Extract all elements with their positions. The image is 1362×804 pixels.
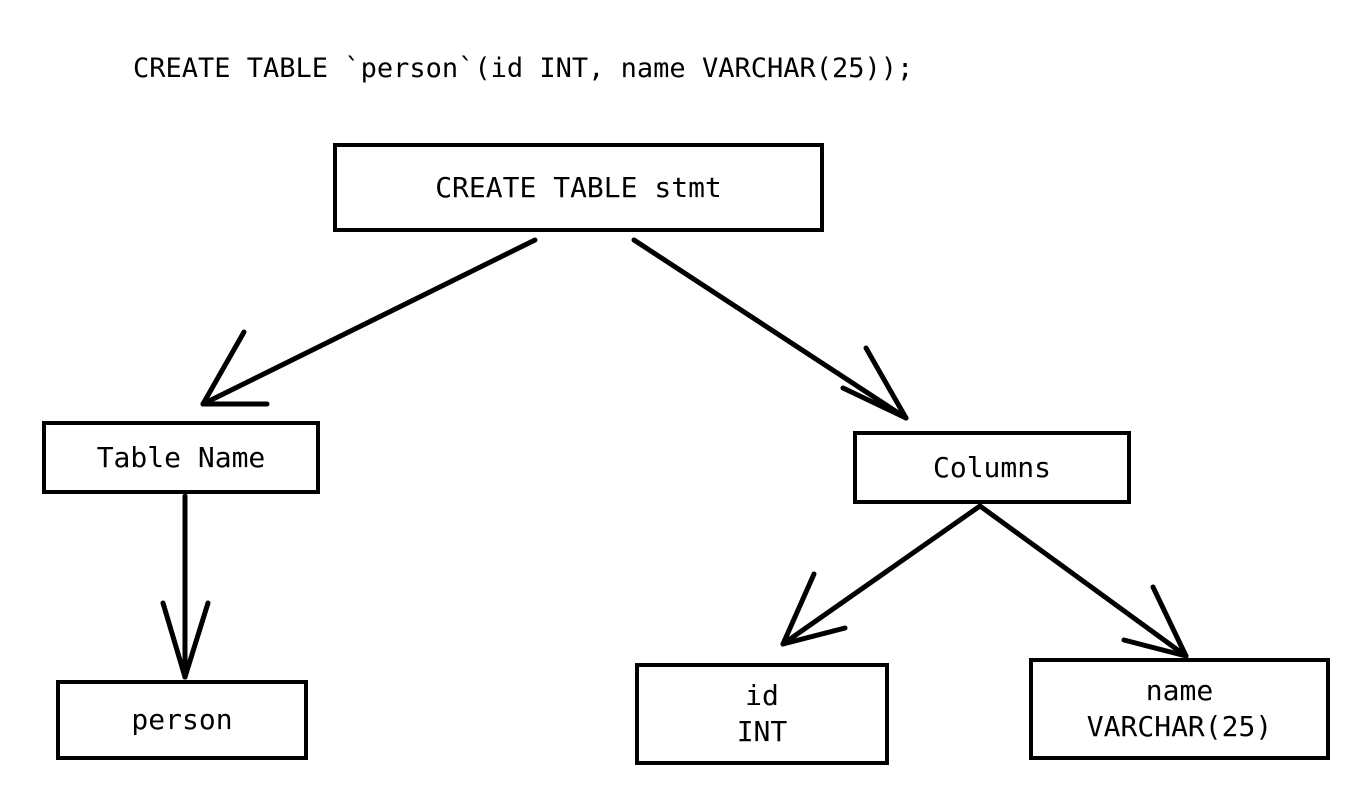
- edge-columns-to-name: [977, 503, 1189, 659]
- node-columns[interactable]: Columns: [853, 431, 1131, 504]
- node-label: CREATE TABLE stmt: [435, 170, 722, 204]
- node-label: person: [131, 703, 233, 736]
- node-table-name[interactable]: Table Name: [42, 421, 320, 494]
- node-create-table-stmt[interactable]: CREATE TABLE stmt: [333, 143, 824, 232]
- edge-root-to-columns: [631, 237, 909, 421]
- node-person[interactable]: person: [56, 680, 308, 760]
- node-label: Columns: [932, 450, 1051, 484]
- node-label: Table Name: [96, 440, 266, 474]
- edge-columns-to-id: [780, 503, 983, 647]
- node-column-id[interactable]: id INT: [635, 663, 889, 765]
- sql-statement-caption: CREATE TABLE `person`(id INT, name VARCH…: [133, 53, 914, 84]
- edge-table-name-to-person: [160, 493, 211, 680]
- node-column-type: VARCHAR(25): [1086, 710, 1273, 743]
- edge-root-to-table-name: [200, 237, 538, 407]
- node-column-name: id: [745, 679, 779, 712]
- node-column-name: name: [1145, 674, 1214, 707]
- node-column-type: INT: [736, 715, 788, 748]
- node-column-name-varchar[interactable]: name VARCHAR(25): [1029, 658, 1330, 760]
